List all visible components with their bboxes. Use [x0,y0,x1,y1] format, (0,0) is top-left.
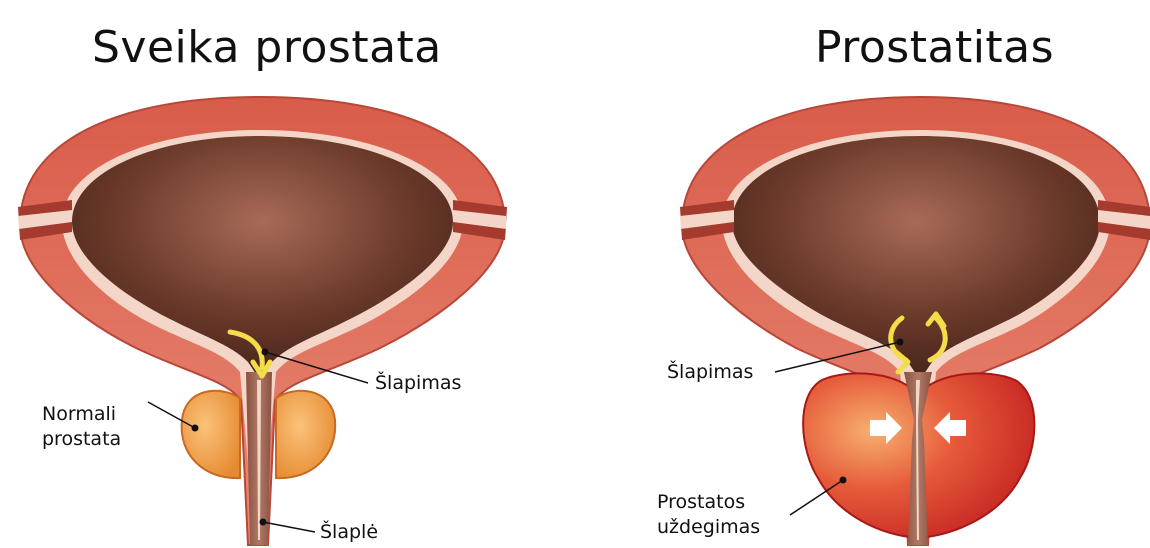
pointer-dot [192,425,199,432]
pointer-dot [260,519,267,526]
inflammation-label-line2: uždegimas [657,515,760,540]
inflammation-label: Prostatos uždegimas [657,490,760,540]
normal-prostate-label-line1: Normali [42,402,121,427]
inflammation-label-line1: Prostatos [657,490,760,515]
normal-prostate-label: Normali prostata [42,402,121,452]
pointer-dot [262,349,269,356]
urination-label-right: Šlapimas [667,360,753,385]
pointer-dot [897,339,904,346]
pointer-dot [840,477,847,484]
normal-prostate-label-line2: prostata [42,427,121,452]
urethra-label: Šlaplė [320,520,378,545]
urination-label-left: Šlapimas [375,371,461,396]
